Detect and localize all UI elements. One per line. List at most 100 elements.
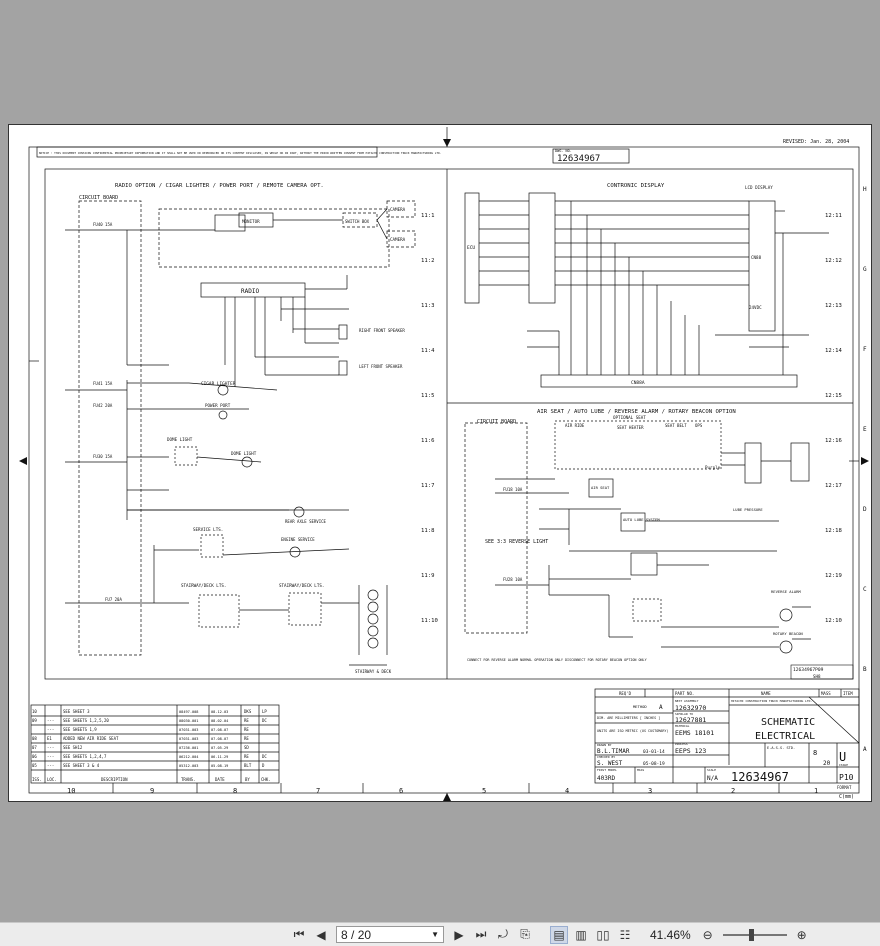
auto-lube-label: AUTO LUBE SYSTEM [623,517,660,522]
tb-method-val: A [659,704,663,711]
lcd-display-label: LCD DISPLAY [745,185,773,190]
row-letter: C [863,586,867,593]
last-page-icon[interactable]: ⏭ [475,927,487,941]
rev-header-by: BY [245,777,250,782]
tb-format: FORMAT [837,785,852,790]
fuse-label: FU18 10A [503,487,523,492]
zone-label-right: 12:14 [825,348,842,354]
rev-date: 07-05-29 [211,746,228,750]
zone-labels-left: 11:111:211:311:411:511:611:711:811:911:1… [421,213,438,624]
zone-label-left: 11:3 [421,303,434,309]
rev-date: 07-08-07 [211,728,228,732]
power-port-label: POWER PORT [205,403,231,408]
tb-eass: E.A.S.S. STD. [767,746,795,750]
v24-label: 24VDC [749,305,762,310]
page-current: 8 [341,927,348,942]
column-number: 7 [316,787,320,795]
page-total: / 20 [351,927,372,942]
tb-material: EEMS 18101 [675,729,714,737]
tb-part-no: PART NO. [675,691,694,696]
rev-by: RE [244,718,249,723]
dwg-no-top: 12634967 [557,154,600,164]
next-page-icon[interactable]: ▶ [454,927,464,942]
schematic-sheet: REVISED: Jan. 28, 2004 NOTICE : THIS DOC… [8,124,872,802]
rev-header-chk: CHK. [261,777,271,782]
fuse-label: FU7 20A [105,597,122,602]
fuse-label: FU40 15A [93,222,113,227]
tb-company: HITACHI CONSTRUCTION TRUCK MANUFACTURING… [731,699,812,703]
rev-loc: --- [47,754,54,759]
sheet-ref-2: SH8 [813,674,821,679]
rev-chk: DC [262,718,267,723]
lube-pressure-label: LUBE PRESSURE [733,507,763,512]
tb-first-model-label: FIRST MODEL [597,768,617,772]
tb-mass-label: MASS [637,768,644,772]
single-page-view-icon[interactable]: ▤ [550,925,568,944]
chevron-down-icon: ▼ [431,930,439,939]
rev-header-loc: LOC. [47,777,57,782]
zoom-slider[interactable] [722,928,787,942]
column-number: 10 [67,787,75,795]
zone-label-left: 11:4 [421,348,435,354]
air-ride-label: AIR RIDE [565,423,585,428]
tb-process: EEPS 123 [675,747,706,755]
tb-method: METHOD [633,704,647,709]
continuous-view-icon[interactable]: ▥ [575,927,587,942]
zone-label-left: 11:8 [421,528,435,534]
two-page-view-icon[interactable]: ▯▯ [596,927,610,942]
page-selector[interactable]: 8 / 20 ▼ [336,926,444,943]
rear-axle-label: REAR AXLE SERVICE [285,519,327,524]
rev-loc: --- [47,727,54,732]
revised-date: REVISED: Jan. 28, 2004 [783,139,849,145]
cigar-lighter-label: CIGAR LIGHTER [201,381,236,387]
rev-desc: SEE SH12 [63,745,83,750]
rev-desc: SEE SHEET 3 & 4 [63,763,100,768]
rev-iss: 10 [32,709,37,714]
stairway-deck-label: STAIRWAY & DECK [355,669,392,674]
fuse-label: FU42 20A [93,403,113,408]
tb-next-assembly-label: NEXT ASSEMBLY [675,699,699,703]
engine-service-label: ENGINE SERVICE [281,537,315,542]
service-lts-label: SERVICE LTS. [193,527,223,532]
rotary-beacon-label: ROTARY BEACON [773,631,803,636]
column-number: 6 [399,787,403,795]
monitor-label: MONITOR [242,219,260,224]
tb-checked-label: CHECKED BY [597,755,615,759]
row-letter: E [863,426,867,433]
zone-label-left: 11:5 [421,393,434,399]
zone-label-left: 11:1 [421,213,434,219]
tb-drawn: B.L.TIMAR [597,748,630,755]
rev-date: 06-11-29 [211,755,228,759]
tb-dims: DIM. ARE MILLIMETERS [ INCHES ] [597,716,660,720]
tb-scale-label: SCALE [707,768,716,772]
row-letter: B [863,666,867,673]
rev-chk: LP [262,709,267,714]
tb-mass-val: N/A [707,775,718,782]
column-number: 8 [233,787,237,795]
radio-label: RADIO [241,288,259,295]
schematic-drawing: REVISED: Jan. 28, 2004 NOTICE : THIS DOC… [19,127,869,801]
rev-header-date: DATE [215,777,225,782]
zone-label-right: 12:17 [825,483,842,489]
row-letter: F [863,346,867,353]
two-page-continuous-icon[interactable]: ☷ [619,927,631,942]
rotate-icon[interactable]: ⤾ [498,927,508,941]
zoom-out-icon[interactable]: ⊖ [702,927,713,942]
first-page-icon[interactable]: ⏮ [293,927,305,941]
zone-label-right: 12:12 [825,258,842,264]
zone-label-left: 11:9 [421,573,434,579]
copy-icon[interactable]: ⎘ [520,927,530,941]
rev-date: 08-02-04 [211,719,228,723]
camera-label-2: CAMERA [390,237,406,242]
zone-label-right: 12:19 [825,573,842,579]
row-letter: A [863,746,867,753]
tb-issue: U [839,750,846,764]
rev-header-trans: TRANS. [181,777,195,782]
rev-desc: SEE SHEET 3 [63,709,90,714]
zoom-in-icon[interactable]: ⊕ [796,927,807,942]
viewer-toolbar: ⏮ ◀ 8 / 20 ▼ ▶ ⏭ ⤾ ⎘ ▤ ▥ ▯▯ ☷ 41.46% ⊖ ⊕ [0,922,880,946]
prev-page-icon[interactable]: ◀ [316,927,326,942]
cn88a-label: CN88A [631,380,645,386]
